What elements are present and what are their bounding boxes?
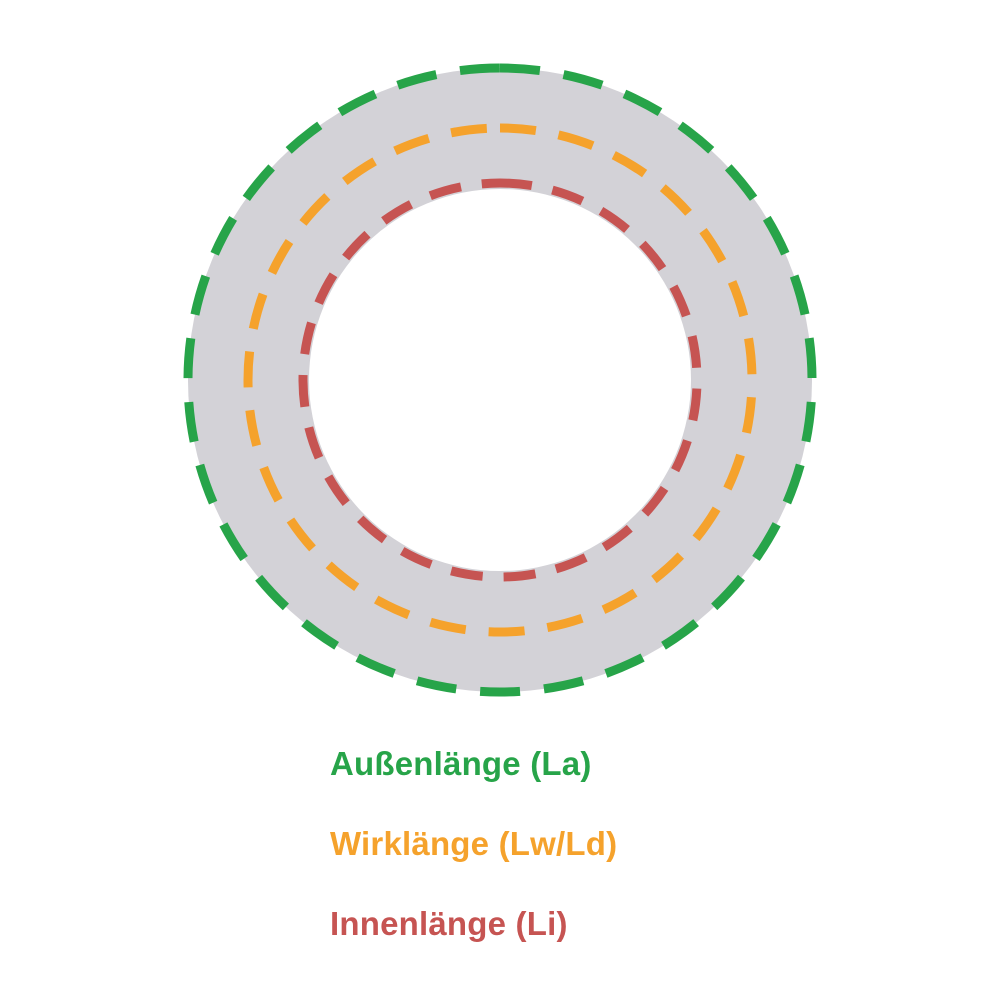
belt-rings-graphic	[183, 63, 817, 697]
effective-length-circle	[243, 123, 757, 637]
inner-length-circle	[298, 178, 702, 582]
legend-label-inner-length: Innenlänge (Li)	[330, 905, 568, 942]
legend: Außenlänge (La) Wirklänge (Lw/Ld) Innenl…	[330, 745, 617, 943]
legend-label-outer-length: Außenlänge (La)	[330, 745, 592, 782]
legend-label-effective-length: Wirklänge (Lw/Ld)	[330, 825, 618, 862]
outer-length-circle	[183, 63, 817, 697]
belt-ring-hole	[309, 189, 691, 571]
